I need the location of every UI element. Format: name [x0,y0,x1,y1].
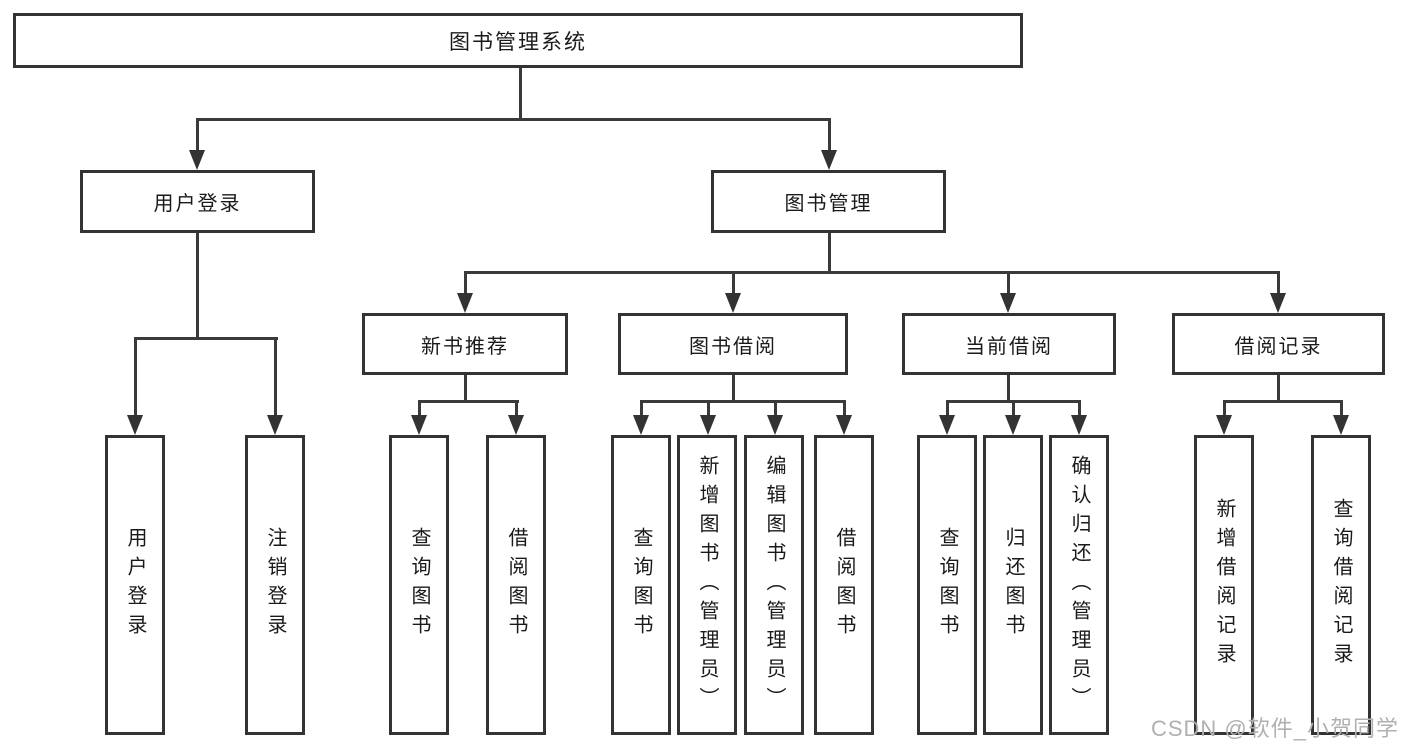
arrowhead-down-icon [457,293,473,313]
node-label: 图书管理 [784,193,873,215]
edge-line [464,375,467,400]
node-label: 查询借阅记录 [1330,498,1352,672]
arrowhead-down-icon [836,415,852,435]
arrowhead-down-icon [725,293,741,313]
node-current-borrow: 当前借阅 [902,313,1116,375]
edge-line [134,337,137,417]
node-label: 查询图书 [408,527,430,643]
node-root-library-system: 图书管理系统 [13,13,1023,68]
leaf-query-book-borrow: 查询图书 [611,435,671,735]
leaf-borrow-book-borrow: 借阅图书 [814,435,874,735]
leaf-return-book: 归还图书 [983,435,1043,735]
leaf-user-login: 用户登录 [105,435,165,735]
edge-line [640,400,846,403]
node-label: 借阅图书 [505,527,527,643]
node-label: 新增图书（管理员） [696,454,718,716]
arrowhead-down-icon [508,415,524,435]
node-label: 当前借阅 [965,335,1053,358]
node-label: 用户登录 [153,193,242,215]
node-label: 新增借阅记录 [1213,498,1235,672]
node-label: 查询图书 [936,527,958,643]
edge-line [1223,400,1226,417]
edge-line [464,271,1280,274]
edge-line [640,400,643,417]
leaf-confirm-return-admin: 确认归还（管理员） [1049,435,1109,735]
arrowhead-down-icon [267,415,283,435]
node-label: 用户登录 [124,527,146,643]
arrowhead-down-icon [189,150,205,170]
edge-line [732,271,735,295]
leaf-edit-book-admin: 编辑图书（管理员） [744,435,804,735]
edge-line [1340,400,1343,417]
arrowhead-down-icon [1000,293,1016,313]
node-label: 借阅图书 [833,527,855,643]
node-label: 图书借阅 [689,335,777,358]
edge-line [196,118,199,152]
edge-line [418,400,519,403]
edge-line [1012,400,1015,417]
node-book-management: 图书管理 [711,170,946,233]
edge-line [196,118,830,121]
edge-line [843,400,846,417]
arrowhead-down-icon [767,415,783,435]
node-label: 归还图书 [1002,527,1024,643]
leaf-add-borrow-record: 新增借阅记录 [1194,435,1254,735]
edge-line [464,271,467,295]
edge-line [274,337,277,417]
edge-line [196,233,199,337]
edge-line [1007,375,1010,400]
arrowhead-down-icon [700,415,716,435]
arrowhead-down-icon [411,415,427,435]
leaf-query-borrow-record: 查询借阅记录 [1311,435,1371,735]
arrowhead-down-icon [939,415,955,435]
arrowhead-down-icon [1071,415,1087,435]
node-label: 查询图书 [630,527,652,643]
node-label: 新书推荐 [421,335,509,358]
arrowhead-down-icon [633,415,649,435]
edge-line [828,233,831,271]
edge-line [418,400,421,417]
edge-line [1277,271,1280,295]
node-label: 确认归还（管理员） [1068,454,1090,716]
arrowhead-down-icon [1216,415,1232,435]
arrowhead-down-icon [1270,293,1286,313]
edge-line [519,68,522,118]
arrowhead-down-icon [1333,415,1349,435]
edge-line [774,400,777,417]
node-label: 借阅记录 [1234,335,1323,358]
arrowhead-down-icon [821,150,837,170]
edge-line [707,400,710,417]
node-book-borrow: 图书借阅 [618,313,848,375]
edge-line [134,337,278,340]
edge-line [732,375,735,400]
edge-line [946,400,949,417]
node-borrow-records: 借阅记录 [1172,313,1385,375]
leaf-add-book-admin: 新增图书（管理员） [677,435,737,735]
arrowhead-down-icon [1005,415,1021,435]
leaf-borrow-book-newbook: 借阅图书 [486,435,546,735]
leaf-query-book-newbook: 查询图书 [389,435,449,735]
arrowhead-down-icon [127,415,143,435]
node-new-book-recommend: 新书推荐 [362,313,568,375]
edge-line [1007,271,1010,295]
leaf-logout: 注销登录 [245,435,305,735]
edge-line [1277,375,1280,400]
edge-line [1078,400,1081,417]
edge-line [828,118,831,152]
edge-line [515,400,518,417]
edge-line [1223,400,1343,403]
node-label: 注销登录 [264,527,286,643]
node-label: 图书管理系统 [449,30,587,54]
csdn-watermark: CSDN @软件_小贺同学 [1150,716,1399,741]
leaf-query-book-current: 查询图书 [917,435,977,735]
node-label: 编辑图书（管理员） [763,454,785,716]
node-user-login: 用户登录 [80,170,315,233]
